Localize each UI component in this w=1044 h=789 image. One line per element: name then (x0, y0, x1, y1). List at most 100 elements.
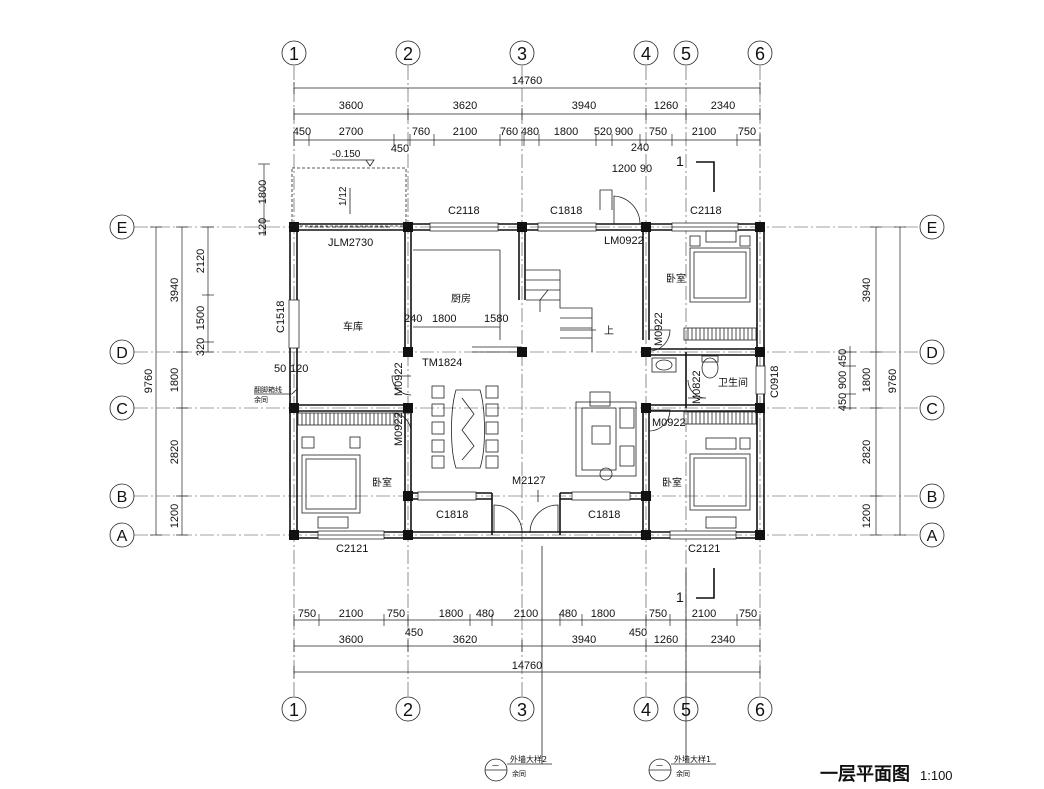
section-mark-top: 1 (676, 153, 684, 169)
garage-dim-2: 120 (290, 363, 308, 375)
dim-bay: 3620 (453, 634, 477, 646)
dim-detail: 900 (837, 371, 849, 389)
dim-detail: 760 (500, 126, 518, 138)
axis-label-row: D (116, 345, 128, 362)
dim-bay: 3940 (572, 100, 596, 112)
dim-detail: 2100 (453, 126, 477, 138)
dim-extra: 450 (405, 627, 423, 639)
structural-columns (289, 222, 765, 540)
room-label-garage: 车库 (343, 320, 363, 333)
dim-detail: 750 (298, 608, 316, 620)
living-sofa-set (575, 391, 637, 481)
dim-detail: 450 (837, 349, 849, 367)
dim-detail: 2100 (339, 608, 363, 620)
dim-extra: 450 (629, 627, 647, 639)
callout-2-sub: 余同 (676, 769, 690, 778)
dim-detail: 480 (521, 126, 539, 138)
dim-detail: 480 (559, 608, 577, 620)
dim-bay: 3600 (339, 634, 363, 646)
room-label-bedroom-sw: 卧室 (372, 476, 392, 489)
callout-1-num: 一 (492, 762, 499, 770)
dim-bay: 3940 (572, 634, 596, 646)
axis-label-row: A (927, 528, 938, 545)
tag-c2118-a: C2118 (448, 205, 480, 217)
dim-detail: 2100 (692, 608, 716, 620)
dim-total: 14760 (512, 660, 543, 672)
dim-bay: 2820 (169, 440, 181, 464)
dim-bay: 3600 (339, 100, 363, 112)
drawing-title-block: 一层平面图 1:100 (820, 760, 953, 786)
opening-tags: C2118 C1818 LM0922 C2118 JLM2730 C1518 T… (275, 205, 781, 555)
dim-detail: 2100 (514, 608, 538, 620)
room-label-bedroom-ne: 卧室 (666, 272, 686, 285)
dim-bay: 1800 (861, 368, 873, 392)
dim-extra: 1800 (257, 180, 269, 204)
axis-label-col: 4 (641, 44, 651, 64)
dim-bay: 2340 (711, 100, 735, 112)
axis-label-col: 6 (755, 44, 765, 64)
axis-label-row: C (926, 401, 938, 418)
garage-dim-1: 50 (274, 363, 286, 375)
beds (301, 230, 751, 529)
stair: 上 (526, 269, 614, 352)
dim-bay: 2820 (861, 440, 873, 464)
room-label-bedroom-se: 卧室 (662, 476, 682, 489)
axis-label-col: 3 (517, 700, 527, 720)
dimensions-right: 3940 1800 2820 1200 9760 450 900 450 (837, 226, 906, 536)
axis-label-col: 1 (289, 700, 299, 720)
tag-c1818-a: C1818 (550, 205, 582, 217)
dim-detail: 480 (476, 608, 494, 620)
axis-label-col: 3 (517, 44, 527, 64)
dim-detail: 320 (195, 338, 207, 356)
tag-m0922-a: M0922 (393, 362, 405, 396)
dim-detail: 750 (738, 126, 756, 138)
axis-label-col: 2 (403, 700, 413, 720)
drawing-scale: 1:100 (920, 768, 953, 783)
dim-detail: 760 (412, 126, 430, 138)
dim-detail: 520 (594, 126, 612, 138)
tag-c1518: C1518 (275, 301, 287, 333)
dim-detail: 1800 (591, 608, 615, 620)
garage-note-2: 余同 (254, 395, 268, 404)
dim-extra: 1200 (612, 163, 636, 175)
dim-bay: 2340 (711, 634, 735, 646)
axis-label-row: A (117, 528, 128, 545)
dim-bay: 1200 (861, 504, 873, 528)
section-mark-bottom: 1 (676, 589, 684, 605)
kitchen-dim-2: 1800 (432, 313, 456, 325)
bathroom-fixtures (651, 355, 719, 379)
slope-label: 1/12 (338, 186, 349, 206)
tag-tm1824: TM1824 (422, 357, 462, 369)
axis-label-col: 6 (755, 700, 765, 720)
tag-jlm2730: JLM2730 (328, 237, 373, 249)
callout-2-num: 一 (656, 762, 663, 770)
tag-m0822: M0822 (691, 370, 703, 404)
room-label-bathroom: 卫生间 (718, 376, 748, 389)
tag-c0918: C0918 (769, 366, 781, 398)
callout-1-sub: 余同 (512, 769, 526, 778)
room-label-kitchen: 厨房 (451, 292, 471, 305)
axis-bubbles-left: E D C B A (109, 214, 135, 548)
tag-c2121-b: C2121 (688, 543, 720, 555)
axis-label-row: C (116, 401, 128, 418)
tag-m2127: M2127 (512, 475, 546, 487)
dim-bay: 1800 (169, 368, 181, 392)
dimensions-left: 9760 3940 1800 2820 1200 2120 1500 320 1… (143, 163, 270, 536)
dim-extra: 450 (391, 143, 409, 155)
axis-bubbles-bottom: 1 2 3 4 5 6 (281, 696, 773, 722)
dim-detail: 450 (293, 126, 311, 138)
axis-label-col: 4 (641, 700, 651, 720)
dim-extra: 90 (640, 163, 652, 175)
drawing-title: 一层平面图 (820, 764, 910, 785)
kitchen-dim-1: 240 (404, 313, 422, 325)
room-label-stair: 上 (604, 325, 614, 337)
dim-detail: 2100 (692, 126, 716, 138)
callout-1-text: 外墙大样2 (510, 754, 547, 764)
dimensions-bottom: 750 2100 750 1800 480 2100 480 1800 750 … (293, 608, 761, 678)
elevation-label: -0.150 (332, 149, 361, 160)
dining-set (431, 385, 499, 469)
axis-grid (134, 66, 918, 696)
dim-bay: 1200 (169, 504, 181, 528)
axis-label-col: 5 (681, 44, 691, 64)
